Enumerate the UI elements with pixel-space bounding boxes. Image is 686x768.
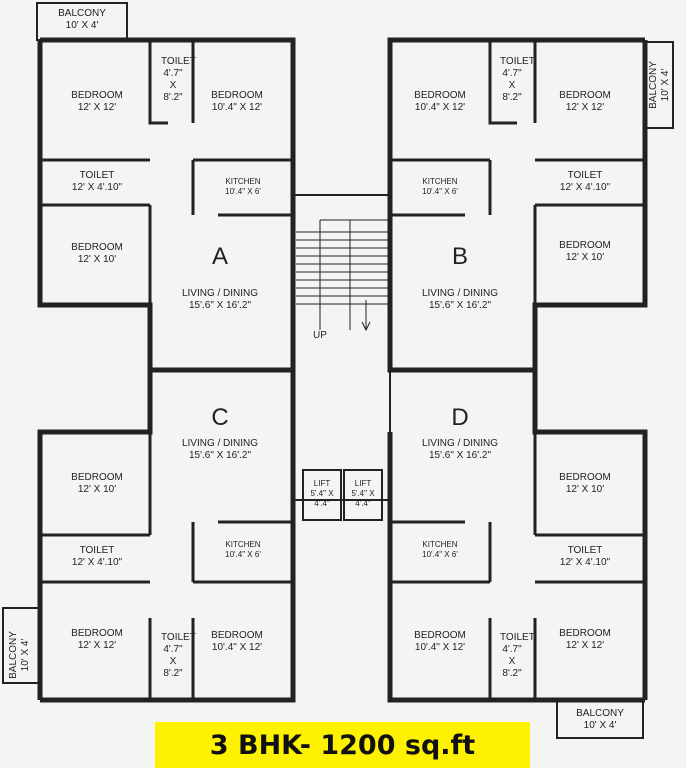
unit-label: D — [451, 404, 469, 431]
unit-label: A — [211, 243, 229, 270]
unit-label: C — [211, 404, 229, 431]
unit-label: B — [451, 243, 469, 270]
stair-up-label: UP — [313, 330, 327, 341]
bhk-area-banner: 3 BHK- 1200 sq.ft — [155, 722, 530, 768]
